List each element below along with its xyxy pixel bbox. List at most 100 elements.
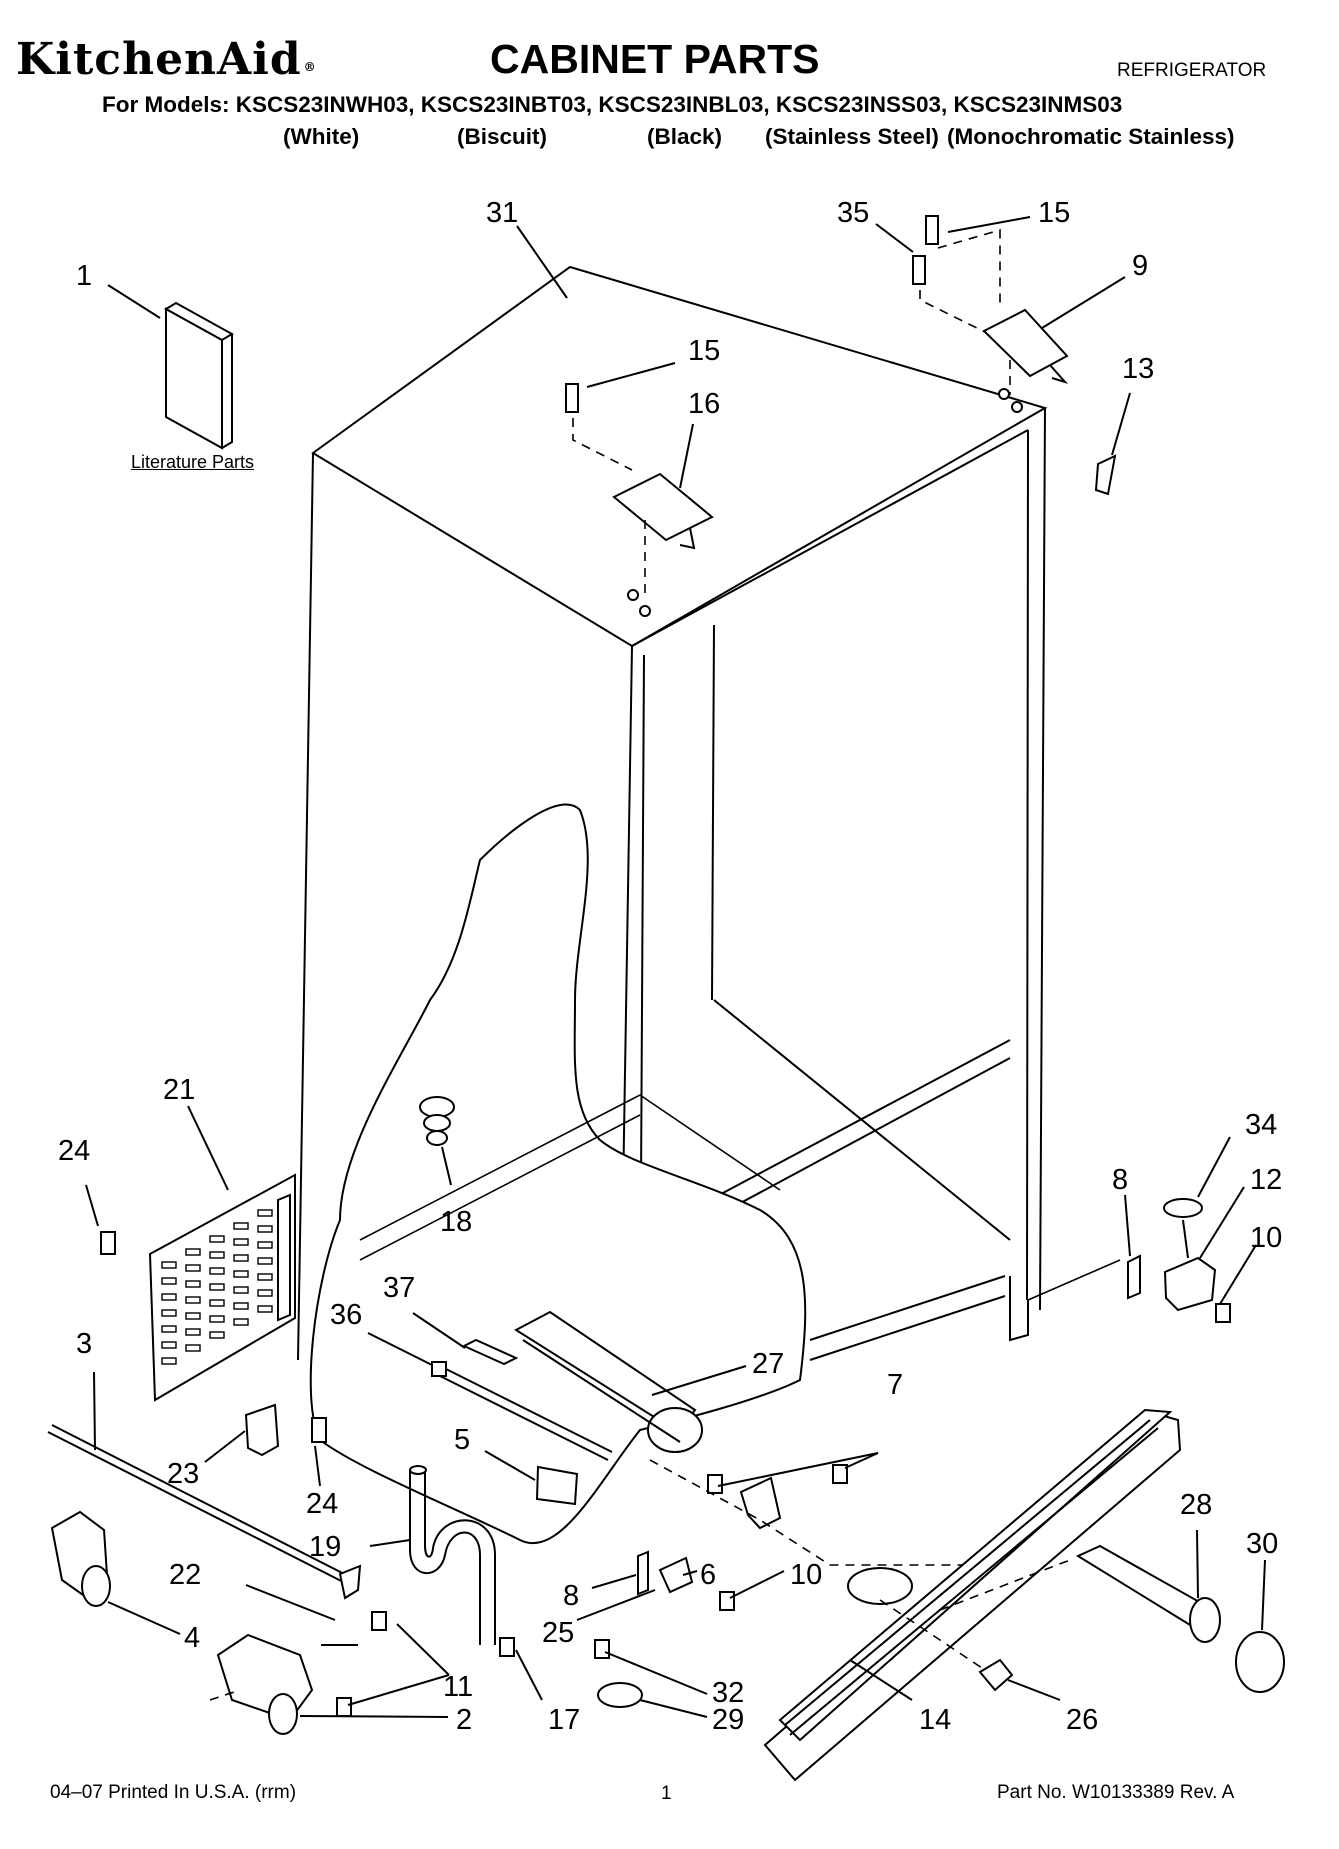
grille-slot [233, 1270, 249, 1278]
drain-tube [409, 1470, 481, 1645]
grille-slot [233, 1222, 249, 1230]
callout-37: 37 [383, 1272, 415, 1304]
grille-slot [185, 1312, 201, 1320]
hinge-screws [565, 215, 1023, 617]
part-number: Part No. W10133389 Rev. A [997, 1782, 1235, 1803]
callout-labels: 1 31 35 15 9 15 16 13 21 24 18 8 34 12 1… [58, 197, 1282, 1736]
bottom-screws [100, 1231, 1231, 1717]
rear-grille [148, 1173, 296, 1402]
grille-slot [209, 1251, 225, 1259]
grille-slot [185, 1344, 201, 1352]
front-roller [216, 1633, 314, 1735]
variant-stainless: (Stainless Steel) [765, 124, 939, 149]
grille-slot [257, 1209, 273, 1217]
grille-slot [161, 1341, 177, 1349]
callout-16: 16 [688, 388, 720, 420]
grille-slot [257, 1273, 273, 1281]
models-line: For Models: KSCS23INWH03, KSCS23INBT03, … [102, 92, 1123, 117]
grille-slot [209, 1315, 225, 1323]
page-title: CABINET PARTS [490, 36, 820, 82]
water-filter [1075, 1544, 1221, 1643]
callout-27: 27 [752, 1348, 784, 1380]
callout-6: 6 [700, 1559, 716, 1591]
grille-slot [185, 1328, 201, 1336]
grille-slot [185, 1248, 201, 1256]
callout-34: 34 [1245, 1109, 1277, 1141]
grille-slot [209, 1235, 225, 1243]
hinge-cover [1094, 454, 1117, 496]
callout-29: 29 [712, 1704, 744, 1736]
callout-8-bottom: 8 [563, 1580, 579, 1612]
callout-12: 12 [1250, 1164, 1282, 1196]
callout-7: 7 [887, 1369, 903, 1401]
callout-24-left: 24 [58, 1135, 90, 1167]
print-info: 04–07 Printed In U.S.A. (rrm) [50, 1782, 297, 1803]
callout-3: 3 [76, 1328, 92, 1360]
literature-parts-book [163, 301, 235, 450]
callout-21: 21 [163, 1074, 195, 1106]
screw-and-washer [597, 1682, 643, 1708]
callout-22: 22 [169, 1559, 201, 1591]
grille-clip [978, 1658, 1014, 1692]
grille-slot [161, 1293, 177, 1301]
callout-26: 26 [1066, 1704, 1098, 1736]
filter-cap [1235, 1631, 1285, 1693]
callout-24-bottom: 24 [306, 1488, 338, 1520]
variant-black: (Black) [647, 124, 723, 149]
toe-grille [763, 1408, 1182, 1782]
callout-23: 23 [167, 1458, 199, 1490]
callout-30: 30 [1246, 1528, 1278, 1560]
callout-15-top-center: 15 [688, 335, 720, 367]
top-hinge-left [612, 472, 714, 550]
grille-slot [209, 1331, 225, 1339]
grille-slot [185, 1280, 201, 1288]
grille-slot [185, 1264, 201, 1272]
callout-10-right: 10 [1250, 1222, 1282, 1254]
grille-slot [233, 1286, 249, 1294]
rear-roller [50, 1510, 111, 1607]
grille-slot [233, 1318, 249, 1326]
callout-17: 17 [548, 1704, 580, 1736]
variant-biscuit: (Biscuit) [457, 124, 547, 149]
callout-1: 1 [76, 260, 92, 292]
grille-slot [257, 1289, 273, 1297]
grille-gasket [277, 1193, 291, 1322]
grille-slot [185, 1296, 201, 1304]
callout-9: 9 [1132, 250, 1148, 282]
grille-slot [257, 1305, 273, 1313]
grille-slot [209, 1283, 225, 1291]
appliance-type: REFRIGERATOR [1117, 60, 1267, 81]
grille-slot [233, 1254, 249, 1262]
tube-rods [431, 1338, 613, 1461]
callout-19: 19 [309, 1531, 341, 1563]
insulation-block [535, 1465, 579, 1506]
drain-grommet [419, 1096, 455, 1146]
callout-28: 28 [1180, 1489, 1212, 1521]
grille-slot [161, 1357, 177, 1365]
grille-slot [161, 1261, 177, 1269]
callout-5: 5 [454, 1424, 470, 1456]
page-number: 1 [661, 1783, 672, 1804]
callout-14: 14 [919, 1704, 951, 1736]
callout-13: 13 [1122, 353, 1154, 385]
callout-32: 32 [712, 1677, 744, 1709]
callout-4: 4 [184, 1622, 200, 1654]
rod-bracket [244, 1403, 280, 1457]
cutaway-view [309, 803, 807, 1544]
callout-31: 31 [486, 197, 518, 229]
top-hinge-right [982, 308, 1069, 384]
grille-slot [257, 1241, 273, 1249]
water-valve-assembly [514, 1310, 703, 1453]
grille-slot [257, 1225, 273, 1233]
callout-18: 18 [440, 1206, 472, 1238]
callout-2: 2 [456, 1704, 472, 1736]
variant-white: (White) [283, 124, 360, 149]
callout-36: 36 [330, 1299, 362, 1331]
grille-slot [209, 1299, 225, 1307]
leveling-rod [47, 1424, 362, 1600]
grille-slot [161, 1277, 177, 1285]
grille-slot [161, 1325, 177, 1333]
literature-parts-label: Literature Parts [131, 452, 255, 472]
callout-35: 35 [837, 197, 869, 229]
